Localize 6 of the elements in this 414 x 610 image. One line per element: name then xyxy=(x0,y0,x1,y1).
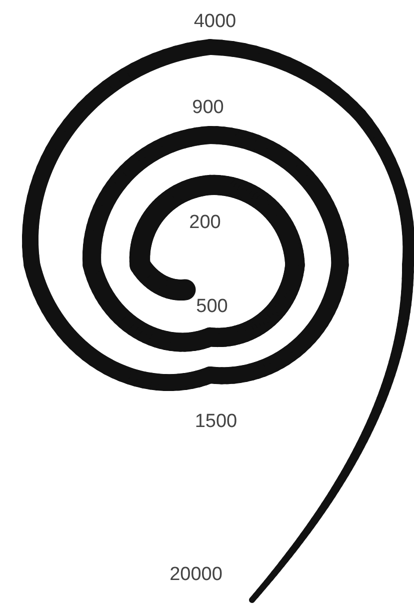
value-label: 20000 xyxy=(170,565,222,584)
value-label: 1500 xyxy=(194,412,238,431)
value-label: 4000 xyxy=(194,12,236,31)
value-label: 500 xyxy=(196,297,228,316)
value-label: 200 xyxy=(189,213,221,232)
value-label: 900 xyxy=(192,98,224,117)
